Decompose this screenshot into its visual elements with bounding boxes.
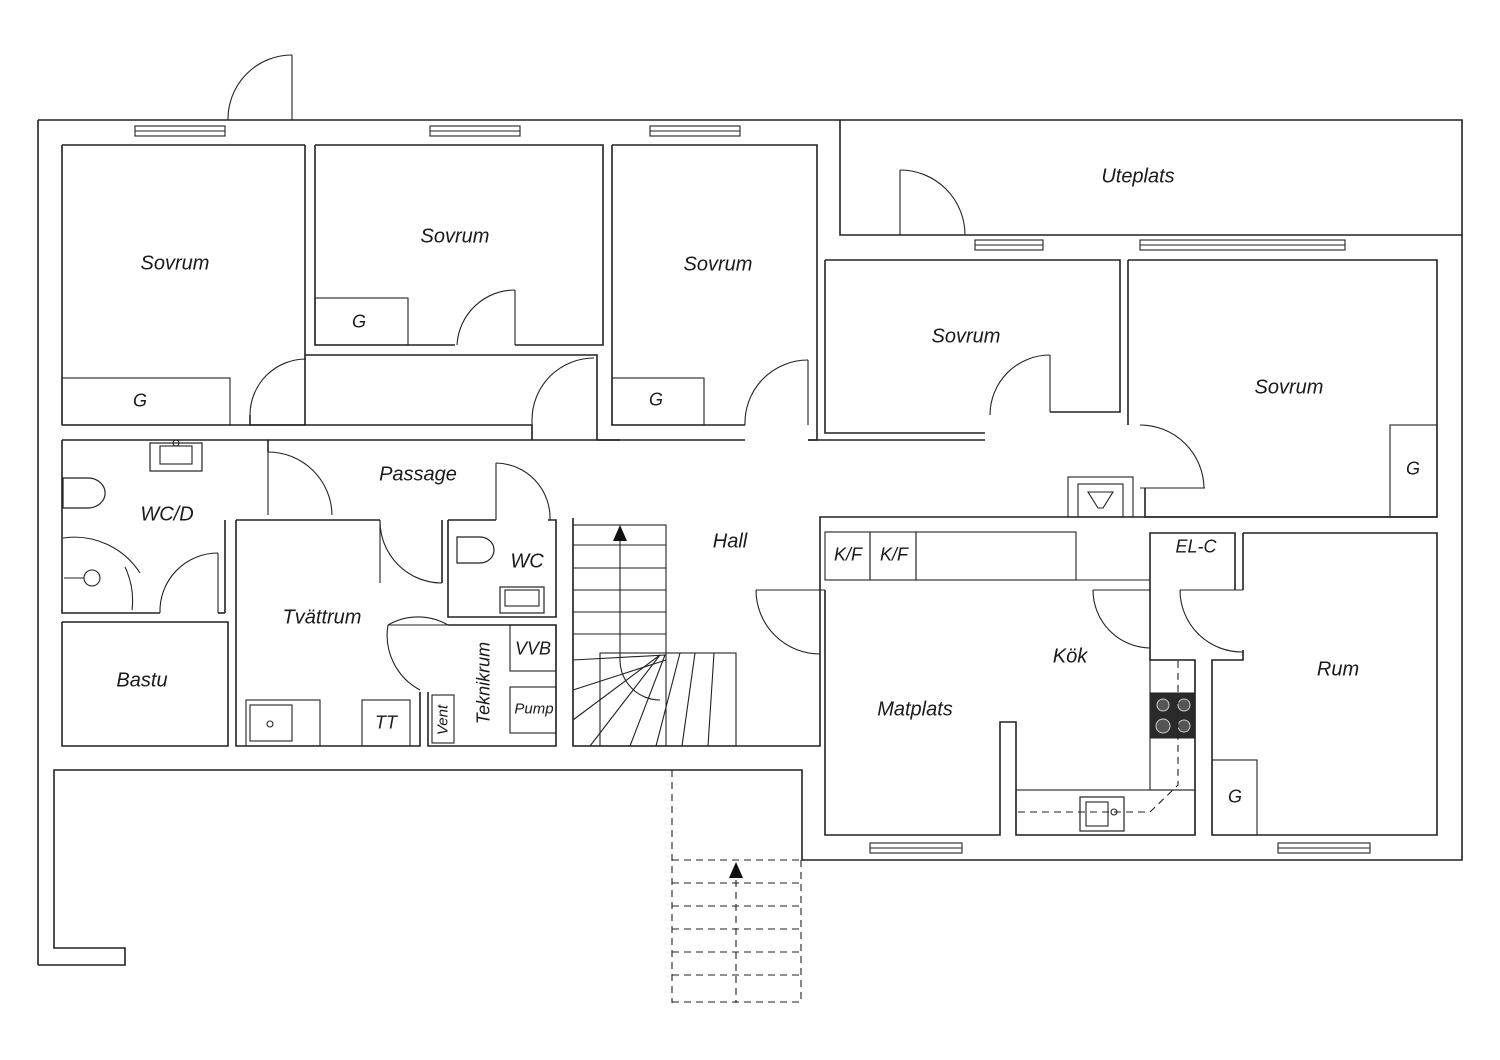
stair-up-arrow-icon bbox=[613, 525, 627, 541]
water-heater-label: VVB bbox=[514, 638, 552, 659]
room-label-sovrum-3: Sovrum bbox=[683, 253, 753, 276]
room-label-matplats: Matplats bbox=[877, 698, 953, 721]
sovrum-3-walls bbox=[597, 144, 985, 441]
room-label-sovrum-4: Sovrum bbox=[931, 325, 1001, 348]
room-label-rum: Rum bbox=[1316, 658, 1360, 681]
vent-label: Vent bbox=[434, 704, 452, 736]
rum-walls bbox=[1179, 532, 1438, 836]
entrance-door bbox=[227, 54, 293, 121]
room-label-wc: WC bbox=[510, 550, 544, 573]
room-label-sovrum-2: Sovrum bbox=[420, 225, 490, 248]
windows bbox=[134, 125, 1371, 854]
entry-up-arrow-icon bbox=[729, 862, 743, 878]
room-label-sovrum-1: Sovrum bbox=[140, 252, 210, 275]
wardrobe-label-1: G bbox=[132, 390, 148, 411]
wardrobe-label-3: G bbox=[648, 389, 664, 410]
wardrobe-label-5: G bbox=[1227, 786, 1243, 807]
corridor-top bbox=[249, 354, 598, 440]
kitchen-walls bbox=[755, 531, 1236, 836]
room-label-tvattrum: Tvättrum bbox=[282, 606, 362, 629]
entry-steps bbox=[671, 770, 802, 1003]
wc-d-walls bbox=[61, 439, 620, 614]
dryer-label: TT bbox=[375, 712, 397, 733]
pump-label: Pump bbox=[514, 700, 554, 718]
tvattrum-walls bbox=[235, 519, 449, 747]
sovrum-2-walls bbox=[314, 144, 604, 346]
bastu-walls bbox=[61, 621, 229, 747]
electrical-cabinet-label: EL-C bbox=[1175, 536, 1217, 557]
room-label-sovrum-5: Sovrum bbox=[1254, 376, 1324, 399]
uteplats-door bbox=[899, 169, 966, 236]
room-label-passage: Passage bbox=[379, 463, 457, 486]
room-label-teknikrum: Teknikrum bbox=[473, 641, 494, 725]
room-label-kok: Kök bbox=[1052, 645, 1088, 668]
exterior-walls bbox=[37, 119, 1463, 966]
room-label-uteplats: Uteplats bbox=[1101, 165, 1175, 188]
wardrobe-label-4: G bbox=[1405, 458, 1421, 479]
wc-walls bbox=[447, 462, 557, 618]
wardrobe-label-2: G bbox=[351, 311, 367, 332]
teknikrum-walls bbox=[427, 624, 557, 747]
room-label-hall: Hall bbox=[712, 530, 748, 553]
room-label-bastu: Bastu bbox=[116, 669, 168, 692]
room-label-wc-d: WC/D bbox=[140, 503, 194, 526]
staircase bbox=[572, 516, 1437, 747]
sovrum-4-walls bbox=[824, 259, 1121, 434]
fridge-freezer-label-2: K/F bbox=[879, 544, 909, 565]
fridge-freezer-label-1: K/F bbox=[833, 544, 863, 565]
